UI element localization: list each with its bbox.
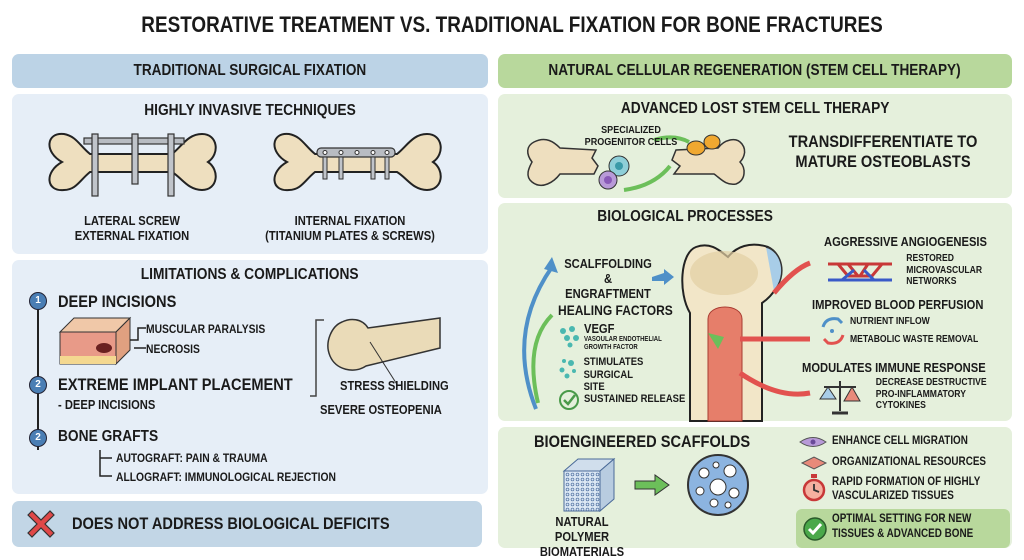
vascular-network-icon [828, 262, 892, 282]
left-column-header: TRADITIONAL SURGICAL FIXATION [12, 54, 488, 88]
invasive-techniques-panel: HIGHLY INVASIVE TECHNIQUES LATERAL SCREW… [12, 94, 488, 254]
timeline-line [37, 300, 39, 450]
internal-fixation-label: INTERNAL FIXATION(TITANIUM PLATES & SCRE… [265, 213, 435, 243]
stimulates-particles-icon [559, 359, 576, 379]
curved-arrows-icon [522, 257, 558, 410]
optimal-line-1: OPTIMAL SETTING FOR NEW [832, 513, 972, 525]
optimal-line-2: TISSUES & ADVANCED BONE [832, 528, 974, 540]
tissue-layer-icon [58, 316, 132, 366]
limitations-title: LIMITATIONS & COMPLICATIONS [141, 266, 359, 283]
step-3-label: BONE GRAFTS [58, 428, 159, 445]
femur-cross-section-icon [652, 243, 811, 422]
necrosis-text: NECROSIS [146, 342, 200, 356]
circulation-cycle-icon [821, 317, 845, 345]
healing-factors-label: HEALING FACTORS [558, 302, 673, 318]
autograft-text: AUTOGRAFT: PAIN & TRAUMA [116, 451, 268, 465]
biological-processes-panel: BIOLOGICAL PROCESSES SCALFFOLDING &ENGRA… [498, 203, 1012, 422]
vegf-sub-2: GROWTH FACTOR [584, 344, 638, 351]
severe-osteopenia-text: SEVERE OSTEOPENIA [320, 402, 442, 417]
connector-lines [130, 327, 146, 349]
x-mark-icon [27, 510, 55, 538]
femur-head-icon [310, 317, 441, 397]
sustained-release-label: SUSTAINED RELEASE [584, 393, 686, 405]
internal-fixation-bone-icon [273, 132, 442, 192]
invasive-title: HIGHLY INVASIVE TECHNIQUES [144, 102, 356, 119]
benefit-cell-migration: ENHANCE CELL MIGRATION [832, 435, 968, 447]
stress-shielding-text: STRESS SHIELDING [340, 378, 449, 393]
green-arrow-icon [634, 474, 670, 496]
step-number-1: 1 [29, 292, 47, 310]
check-circle-icon [559, 390, 579, 410]
bio-processes-title: BIOLOGICAL PROCESSES [597, 208, 773, 225]
migrating-cell-icon [799, 437, 827, 447]
step-2-label: EXTREME IMPLANT PLACEMENT [58, 375, 293, 394]
angiogenesis-title: AGGRESSIVE ANGIOGENESIS [824, 234, 987, 249]
right-column-header: NATURAL CELLULAR REGENERATION (STEM CELL… [498, 54, 1012, 88]
benefit-rapid-formation: RAPID FORMATION OF HIGHLY [832, 476, 981, 488]
stem-cell-title: ADVANCED LOST STEM CELL THERAPY [620, 100, 890, 117]
waste-removal-text: METABOLIC WASTE REMOVAL [850, 334, 979, 345]
external-fixation-bone-icon [48, 132, 217, 197]
benefit-organizational: ORGANIZATIONAL RESOURCES [832, 456, 987, 468]
step-number-3: 2 [29, 429, 47, 447]
vegf-label: VEGF [584, 321, 615, 336]
balance-scale-icon [819, 381, 861, 415]
organization-diamond-icon [800, 456, 828, 470]
benefit-vascularized: VASCULARIZED TISSUES [832, 490, 954, 502]
stopwatch-icon [802, 474, 826, 502]
scaffolding-label: SCALFFOLDING &ENGRAFTMENT [564, 256, 652, 301]
stem-cell-bone-icon [527, 134, 746, 192]
page-title: RESTORATIVE TREATMENT VS. TRADITIONAL FI… [141, 12, 883, 37]
perfusion-title: IMPROVED BLOOD PERFUSION [812, 297, 984, 312]
step-2-note: - DEEP INCISIONS [58, 397, 156, 412]
nutrient-inflow-text: NUTRIENT INFLOW [850, 316, 930, 327]
vegf-dots-icon [560, 326, 579, 348]
porous-scaffold-icon [687, 454, 749, 516]
optimal-check-icon [803, 517, 827, 541]
right-header-text: NATURAL CELLULAR REGENERATION (STEM CELL… [548, 62, 962, 79]
biological-deficit-banner: DOES NOT ADDRESS BIOLOGICAL DEFICITS [12, 501, 482, 547]
vegf-sub-1: VASOULAR ENDOTHELIAL [584, 336, 662, 343]
allograft-text: ALLOGRAFT: IMMUNOLOGICAL REJECTION [116, 470, 336, 484]
immune-title: MODULATES IMMUNE RESPONSE [802, 360, 986, 375]
stem-cell-therapy-panel: ADVANCED LOST STEM CELL THERAPY SPECIALI… [498, 94, 1012, 198]
optimal-setting-badge: OPTIMAL SETTING FOR NEW TISSUES & ADVANC… [796, 509, 1010, 548]
limitations-panel: LIMITATIONS & COMPLICATIONS 1 DEEP INCIS… [12, 260, 488, 494]
step-number-2: 2 [29, 376, 47, 394]
biological-deficit-text: DOES NOT ADDRESS BIOLOGICAL DEFICITS [72, 514, 390, 533]
graft-connector [99, 450, 112, 477]
step-1-label: DEEP INCISIONS [58, 292, 177, 311]
left-header-text: TRADITIONAL SURGICAL FIXATION [133, 62, 367, 79]
muscular-paralysis-text: MUSCULAR PARALYSIS [146, 322, 266, 336]
polymer-lattice-cube-icon [562, 457, 616, 513]
scaffolds-title: BIOENGINEERED SCAFFOLDS [534, 432, 751, 451]
